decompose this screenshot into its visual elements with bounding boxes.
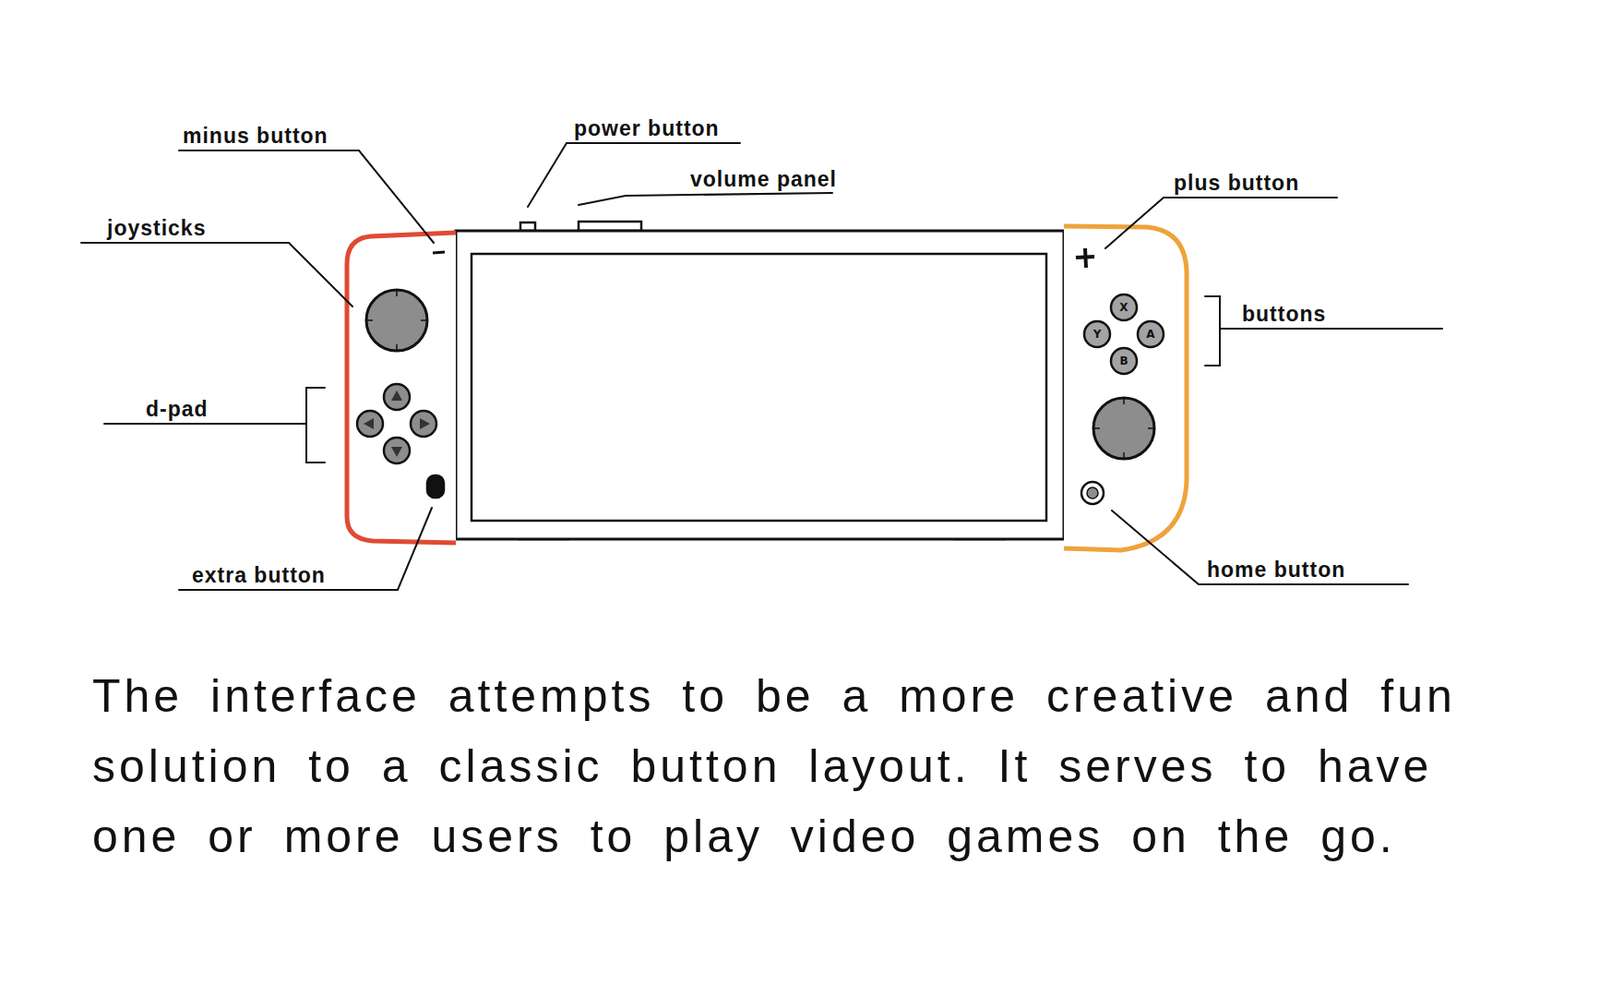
part-label: volume panel: [690, 166, 837, 192]
caption-text: The interface attempts to be a more crea…: [92, 660, 1541, 872]
part-label: home button: [1206, 556, 1346, 583]
d-pad-button: [357, 410, 383, 437]
button-letter: Y: [1093, 327, 1102, 341]
face-button: [1110, 294, 1137, 321]
part-label: joysticks: [107, 214, 206, 241]
d-pad-button: [383, 437, 410, 464]
button-letter: B: [1119, 354, 1128, 368]
face-button: [1110, 347, 1137, 374]
left-joystick: [366, 289, 428, 351]
home-button-shape: [1081, 481, 1104, 504]
extra-button-shape: [427, 475, 444, 498]
part-label: power button: [573, 115, 720, 142]
home-button-shape: [1086, 487, 1099, 499]
joystick-ticks: [1094, 398, 1154, 458]
part-label: buttons: [1241, 300, 1326, 327]
d-pad-arrows: [363, 390, 430, 457]
d-pad-button: [410, 410, 437, 437]
console-screen: [471, 253, 1047, 521]
console-body: [455, 230, 1064, 539]
minus-symbol: [432, 251, 445, 253]
d-pad-button: [383, 383, 410, 410]
leader-lines: [81, 143, 1443, 590]
face-button: [1137, 321, 1164, 347]
part-label: plus button: [1173, 169, 1300, 196]
plus-symbol: [1085, 248, 1087, 268]
part-label: d-pad: [145, 395, 209, 422]
part-label: minus button: [182, 122, 329, 149]
button-letter: X: [1119, 300, 1128, 314]
right-joystick: [1093, 397, 1155, 459]
right-controller-outline: [1063, 226, 1187, 550]
button-letter: A: [1146, 327, 1155, 341]
face-button: [1084, 321, 1111, 347]
part-label: extra button: [191, 561, 326, 588]
joystick-ticks: [367, 290, 427, 350]
left-controller-outline: [346, 232, 456, 543]
